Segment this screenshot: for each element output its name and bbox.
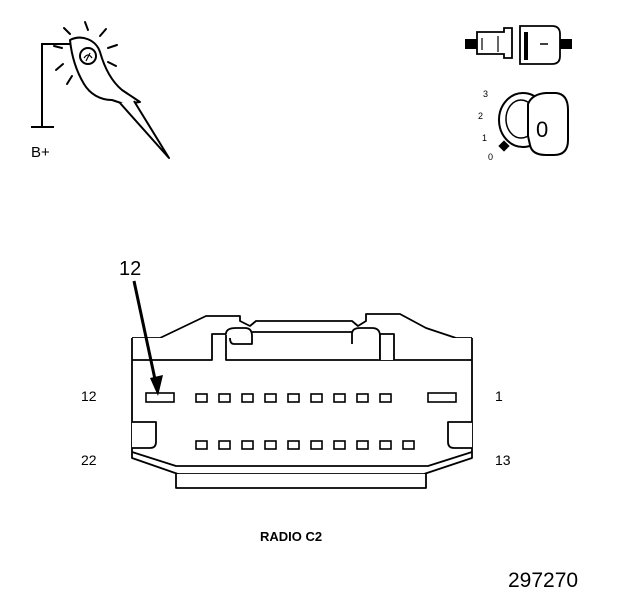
test-probe-icon [31,21,170,159]
pin-label-bottom-right: 13 [495,452,511,468]
pin-cavity [310,440,323,450]
pin-cavity [310,393,323,403]
pin-cavities [145,392,457,450]
pin-cavity [356,440,369,450]
pin-label-bottom-left: 22 [81,452,97,468]
figure-number: 297270 [508,569,578,592]
pin-cavity [241,440,254,450]
ignition-position-0: 0 [488,152,493,162]
pin-cavity [264,393,277,403]
ignition-position-1: 1 [482,133,487,143]
ignition-key-position: 0 [536,117,548,142]
pin-cavity [356,393,369,403]
pin-cavity [145,392,175,403]
ignition-position-2: 2 [478,111,483,121]
pin-cavity [241,393,254,403]
pin-cavity [379,440,392,450]
pin-cavity [333,393,346,403]
ignition-position-3: 3 [483,89,488,99]
pin-cavity [195,393,208,403]
connector-caption: RADIO C2 [260,529,322,544]
pin-cavity [427,392,457,403]
pin-cavity [402,440,415,450]
pin-cavity [218,440,231,450]
callout-arrow-icon [132,280,163,396]
pin-cavity [195,440,208,450]
ignition-switch-icon [498,92,569,156]
pin-label-top-left: 12 [81,388,97,404]
pin-cavity [218,393,231,403]
callout-pin-label: 12 [119,258,141,280]
probe-label: B+ [31,144,50,161]
disconnected-connector-icon [465,25,572,65]
pin-label-top-right: 1 [495,388,503,404]
pin-cavity [287,393,300,403]
pin-cavity [264,440,277,450]
pin-cavity [333,440,346,450]
pin-cavity [287,440,300,450]
connector-face [131,313,473,489]
pin-cavity [379,393,392,403]
